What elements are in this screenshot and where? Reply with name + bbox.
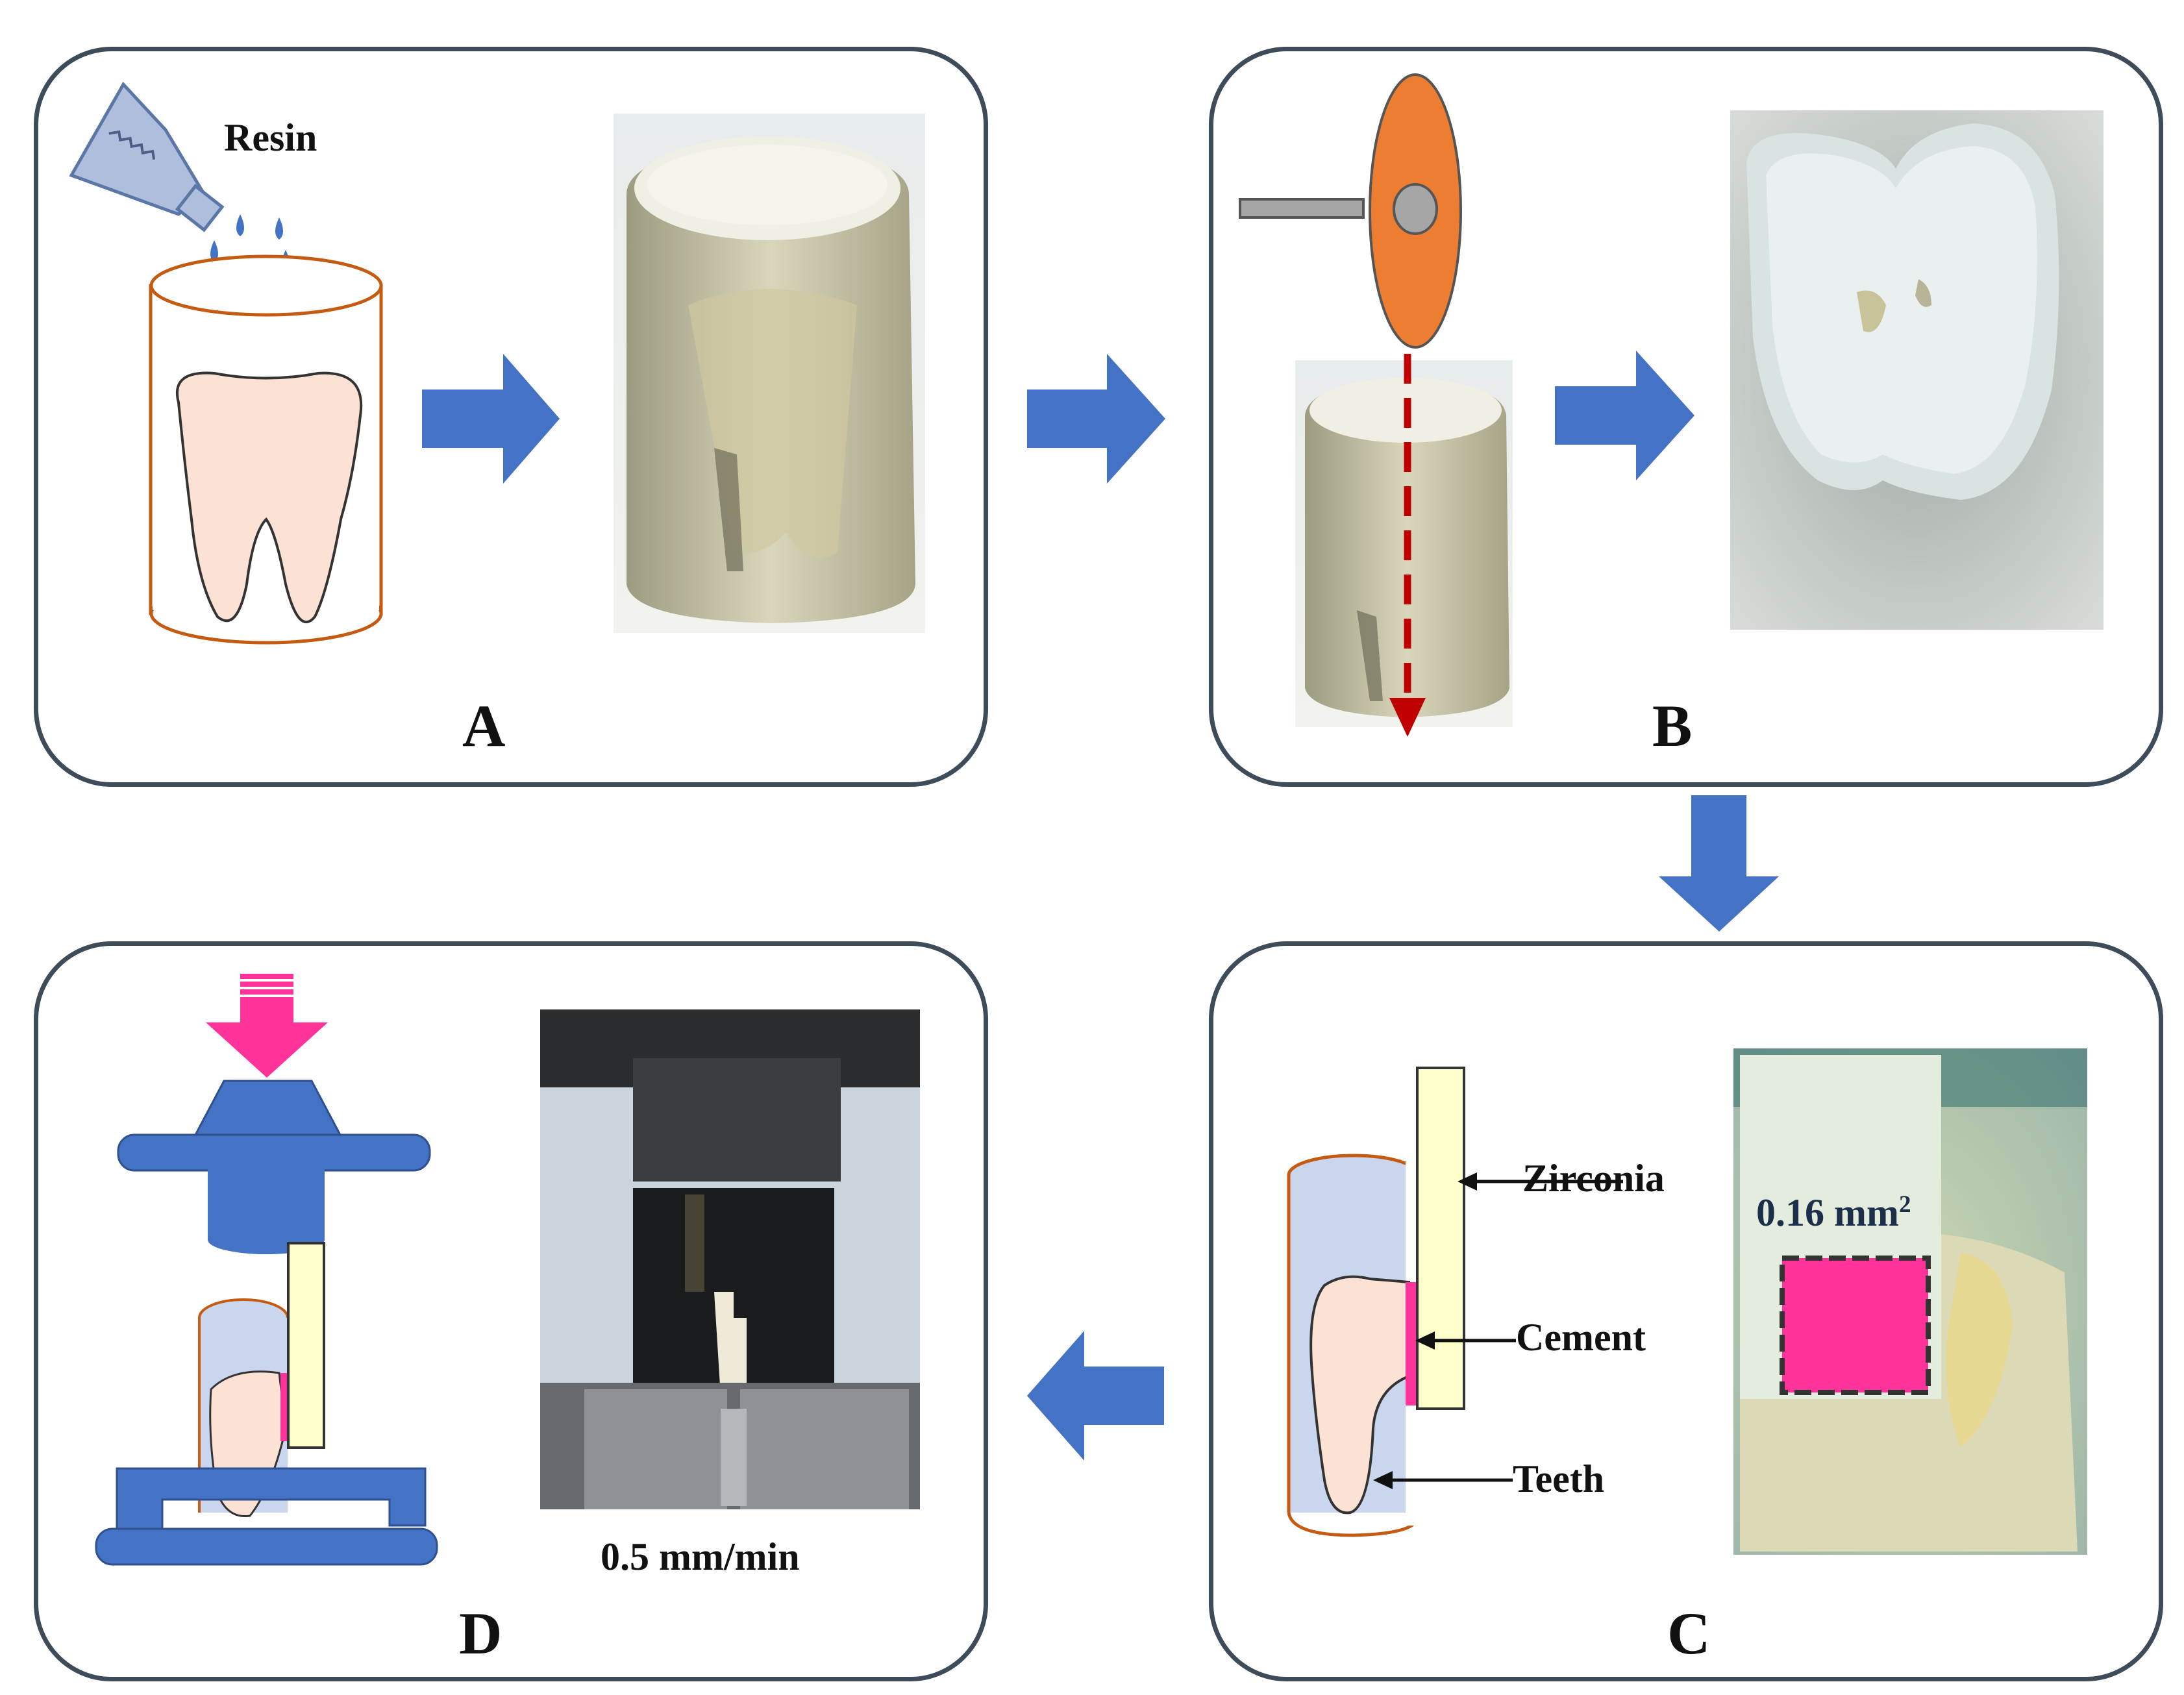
bonded-specimen-illustration — [1287, 1067, 1623, 1537]
resin-label: Resin — [224, 116, 317, 159]
bond-area-photo — [1733, 1048, 2087, 1555]
embedded-specimen-photo-a — [614, 114, 925, 633]
bond-area-value: 0.16 mm — [1756, 1191, 1899, 1234]
shear-test-illustration — [95, 974, 438, 1566]
cement-label: Cement — [1516, 1316, 1646, 1359]
zirconia-block — [1416, 1067, 1465, 1410]
bond-area-exponent: 2 — [1898, 1191, 1911, 1218]
bond-area-label: 0.16 mm2 — [1756, 1193, 1911, 1232]
flow-arrow-b-to-c — [1659, 795, 1779, 932]
panel-label-c: C — [1667, 1600, 1711, 1666]
flow-arrow-a-photo — [422, 354, 560, 484]
panel-label-b: B — [1652, 693, 1693, 759]
flow-arrow-c-to-d — [1027, 1331, 1164, 1461]
bond-area-square — [1780, 1256, 1931, 1395]
cement-layer — [1406, 1282, 1417, 1405]
zirconia-label: Zirconia — [1522, 1157, 1665, 1200]
teeth-label: Teeth — [1513, 1457, 1605, 1500]
crosshead-speed-label: 0.5 mm/min — [601, 1535, 800, 1578]
tooth-shape — [175, 371, 363, 624]
panel-label-a: A — [462, 693, 506, 759]
pouring-flask-icon — [69, 81, 225, 232]
panel-label-d: D — [459, 1600, 503, 1666]
flow-arrow-b-section — [1555, 351, 1694, 480]
load-arrow-icon — [206, 974, 328, 1078]
testing-machine-photo — [540, 1009, 920, 1509]
flow-arrow-a-to-b — [1027, 354, 1165, 484]
sectioned-tooth-photo — [1730, 110, 2103, 630]
sectioning-illustration — [1239, 73, 1513, 737]
resin-pour-illustration — [69, 81, 383, 645]
tooth-section-shape — [1309, 1275, 1410, 1515]
